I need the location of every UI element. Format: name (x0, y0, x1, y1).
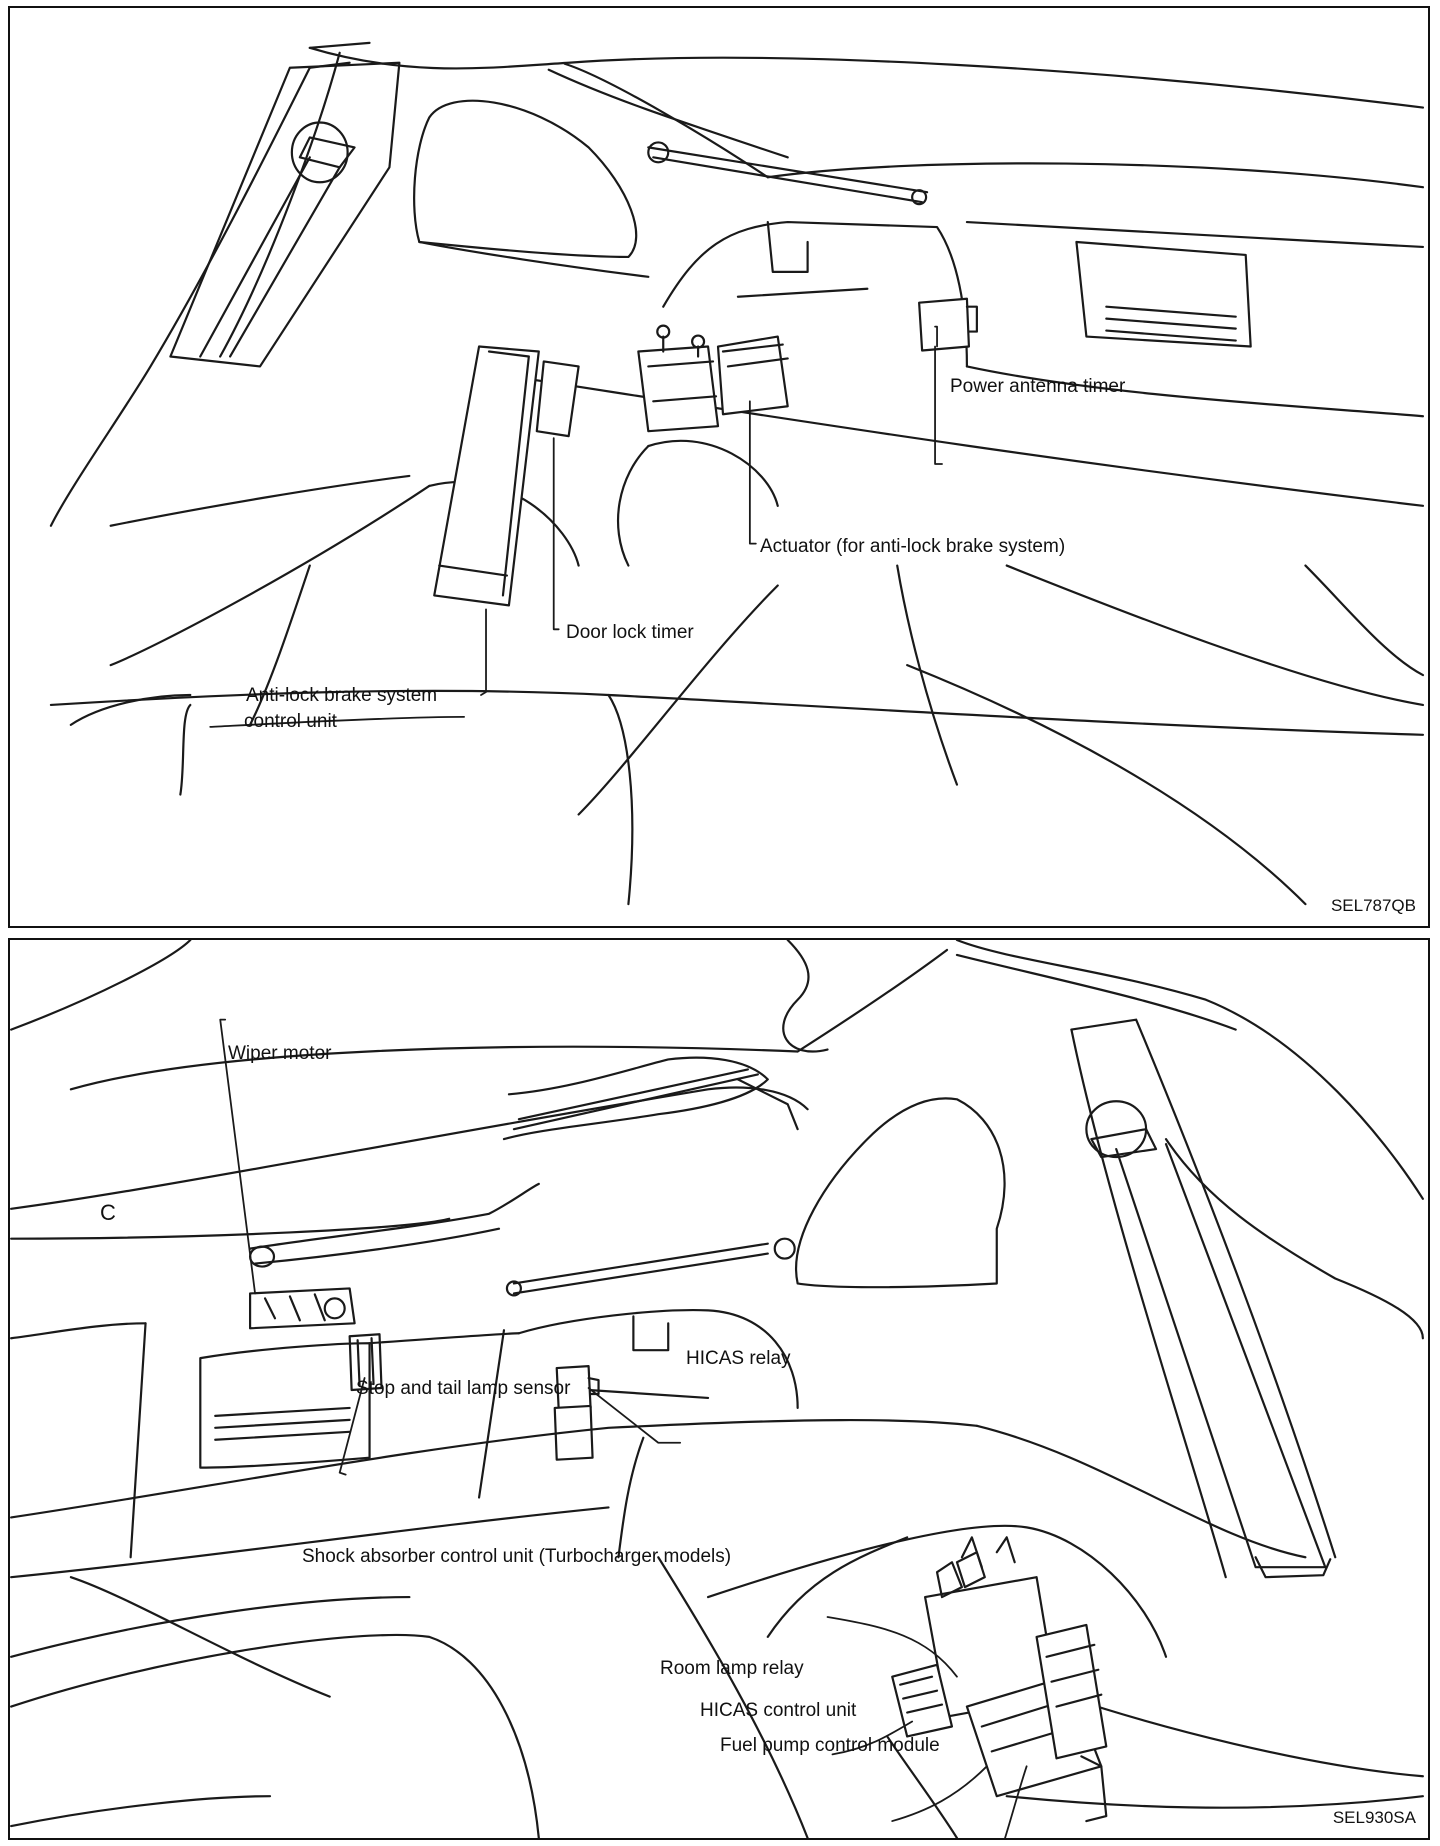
stop-tail-lamp-sensor-shape (348, 1333, 383, 1392)
abs-control-unit-shape (433, 345, 580, 607)
label-room-lamp-relay: Room lamp relay (660, 1658, 804, 1679)
power-antenna-timer-shape (918, 297, 978, 352)
label-shock-absorber-control-unit: Shock absorber control unit (Turbocharge… (302, 1546, 732, 1567)
bottom-diagram-panel: Wiper motor C Stop and tail lamp sensor … (8, 938, 1430, 1840)
label-hicas-relay: HICAS relay (686, 1348, 791, 1369)
top-diagram-panel: Power antenna timer Actuator (for anti-l… (8, 6, 1430, 928)
trunk-interior-left-illustration (49, 41, 1425, 906)
figure-code-top: SEL787QB (1330, 896, 1416, 915)
label-fuel-pump-control-module: Fuel pump control module (720, 1735, 940, 1756)
wiper-motor-shape (248, 1287, 356, 1330)
control-unit-cluster-shape (891, 1536, 1108, 1823)
label-abs-control-unit-line2: control unit (244, 711, 337, 732)
hicas-relay-shape (553, 1365, 600, 1461)
figure-code-bottom: SEL930SA (1332, 1808, 1416, 1827)
trunk-interior-right-illustration (10, 940, 1424, 1838)
label-wiper-motor: Wiper motor (228, 1043, 332, 1064)
label-power-antenna-timer: Power antenna timer (950, 376, 1126, 397)
label-stop-tail-lamp-sensor: Stop and tail lamp sensor (356, 1378, 571, 1399)
label-actuator: Actuator (for anti-lock brake system) (760, 536, 1066, 557)
label-door-lock-timer: Door lock timer (566, 622, 694, 643)
label-mark-c: C (100, 1200, 116, 1225)
label-hicas-control-unit: HICAS control unit (700, 1700, 857, 1721)
label-abs-control-unit-line1: Anti-lock brake system (246, 685, 438, 706)
abs-actuator-shape (637, 324, 789, 433)
